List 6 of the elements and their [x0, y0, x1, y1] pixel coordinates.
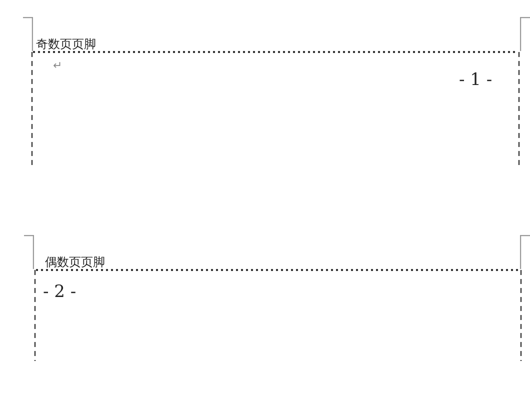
page-number: - 1 - [459, 72, 492, 89]
page-number: - 2 - [43, 284, 76, 301]
footer-area [34, 253, 522, 361]
section-label: 偶数页页脚 [45, 256, 105, 268]
paragraph-mark: ↵ [53, 60, 62, 71]
section-label: 奇数页页脚 [36, 38, 96, 50]
